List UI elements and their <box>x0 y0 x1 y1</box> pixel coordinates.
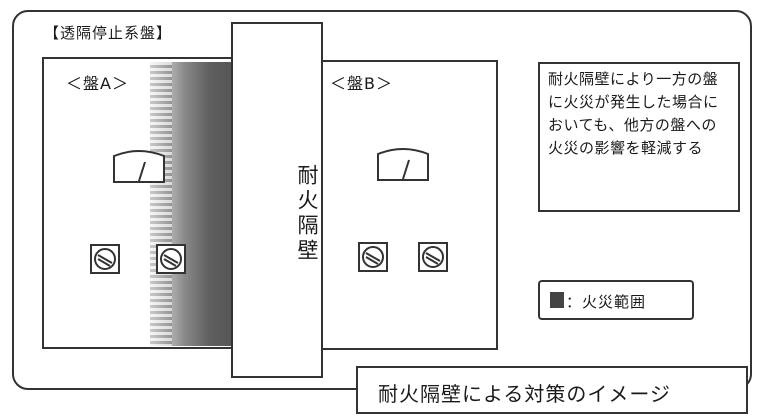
panel-b <box>300 60 498 350</box>
fire-range-swatch <box>550 292 564 308</box>
explanation-box: 耐火隔壁により一方の盤に火災が発生した場合においても、他方の盤への火災の影響を軽… <box>538 62 740 212</box>
system-title: 【透隔停止系盤】 <box>44 24 173 42</box>
panel-b-label: ＜盤B＞ <box>330 74 393 93</box>
breaker-icon <box>358 242 388 272</box>
legend-label: ：火災範囲 <box>566 293 647 311</box>
fire-range-shading <box>150 62 236 346</box>
caption-box: 耐火隔壁による対策のイメージ <box>356 366 748 414</box>
breaker-icon <box>418 242 448 272</box>
breaker-icon <box>156 244 186 274</box>
meter-icon <box>377 148 429 181</box>
panel-a-label: ＜盤A＞ <box>66 74 129 93</box>
breaker-icon <box>90 244 120 274</box>
firewall-partition: 耐火隔壁 <box>231 22 323 378</box>
legend: ：火災範囲 <box>538 280 694 320</box>
firewall-label: 耐火隔壁 <box>295 164 319 264</box>
meter-icon <box>113 150 165 183</box>
caption: 耐火隔壁による対策のイメージ <box>378 382 671 406</box>
